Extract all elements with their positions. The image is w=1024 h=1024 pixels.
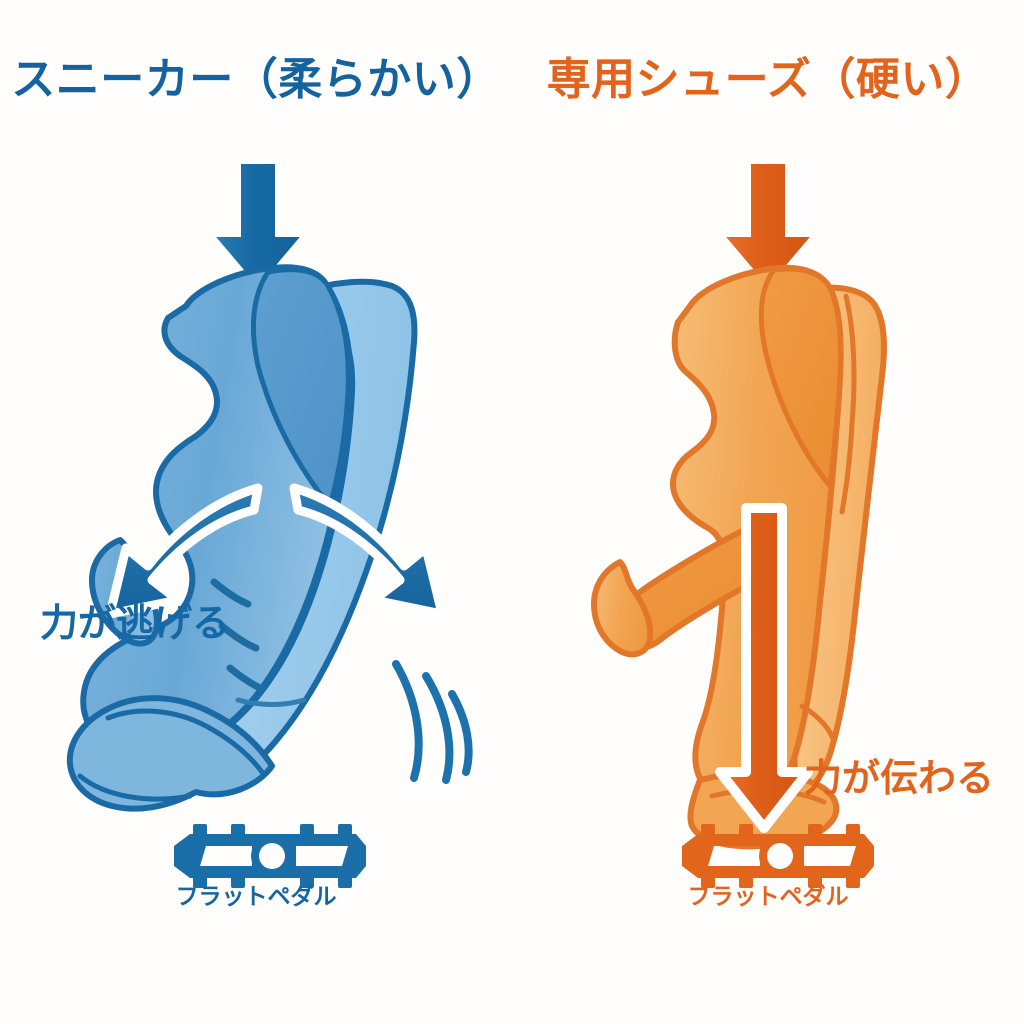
sneaker-illustration bbox=[66, 162, 473, 888]
callout-force-transfers: 力が伝わる bbox=[804, 758, 995, 800]
sneaker-shoe bbox=[66, 264, 418, 812]
pedal-label-left: フラットペダル bbox=[175, 883, 337, 909]
panel-title-sneaker: スニーカー（柔らかい） bbox=[11, 55, 501, 104]
panel-cycling-shoe: 専用シューズ（硬い） bbox=[512, 0, 1024, 1024]
force-input-arrow-sneaker bbox=[211, 162, 305, 290]
flat-pedal-blue bbox=[174, 824, 366, 888]
force-escape-arrows bbox=[105, 483, 447, 619]
force-input-arrow-cycling bbox=[721, 162, 815, 290]
motion-lines bbox=[392, 660, 473, 784]
pedal-pins bbox=[193, 824, 352, 888]
pedal-pins bbox=[701, 824, 860, 888]
panel-sneaker: スニーカー（柔らかい） bbox=[11, 55, 501, 909]
panel-title-cycling-shoe: 専用シューズ（硬い） bbox=[546, 55, 990, 104]
flat-pedal-orange bbox=[682, 824, 874, 888]
force-transfer-arrow bbox=[715, 503, 813, 833]
cycling-shoe-illustration bbox=[591, 162, 887, 888]
callout-force-escapes: 力が逃げる bbox=[40, 603, 231, 645]
pedal-label-right: フラットペダル bbox=[687, 883, 849, 909]
